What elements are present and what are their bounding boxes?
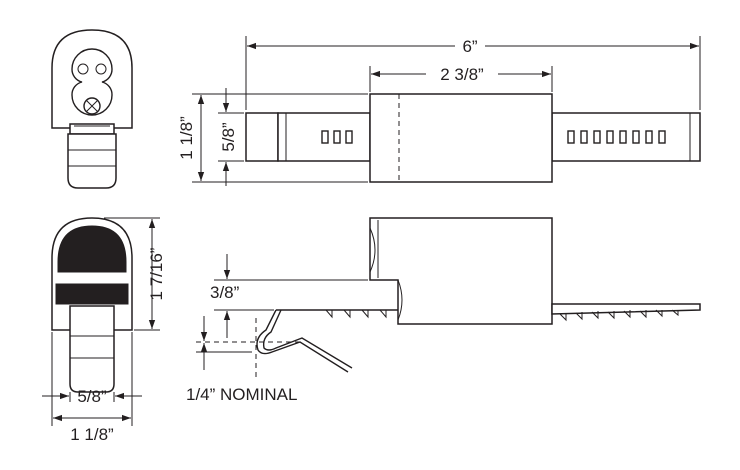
overall-length-label: 6” bbox=[462, 37, 477, 56]
cap-height-label: 1 7/16” bbox=[147, 247, 166, 300]
cap-dark-band bbox=[57, 225, 127, 273]
height-label: 1 1/8” bbox=[177, 116, 196, 160]
serrations-right bbox=[559, 309, 679, 322]
hook-gap-label: 1/4” NOMINAL bbox=[186, 385, 297, 404]
dimension-height: 1 1/8” bbox=[177, 93, 368, 183]
dimension-overall-length: 6” bbox=[245, 36, 701, 110]
front-body-width-label: 1 1/8” bbox=[70, 425, 114, 444]
barrel-length-label: 2 3/8” bbox=[440, 65, 484, 84]
front-view bbox=[51, 217, 133, 393]
dimension-cap-height: 1 7/16” bbox=[104, 217, 166, 331]
dimension-front-body-width: 1 1/8” bbox=[51, 332, 133, 444]
side-view bbox=[256, 217, 701, 373]
dimension-strap-offset: 3/8” bbox=[210, 254, 368, 338]
dimension-strap-width: 5/8” bbox=[218, 88, 244, 186]
dimension-hook-gap: 1/4” NOMINAL bbox=[186, 316, 300, 404]
top-view bbox=[245, 93, 701, 183]
dark-band bbox=[55, 283, 129, 305]
strap-offset-label: 3/8” bbox=[210, 283, 240, 302]
strap-slots bbox=[321, 130, 353, 144]
serrations-left bbox=[325, 309, 387, 319]
strap-width-label: 5/8” bbox=[219, 122, 238, 152]
hole-icon bbox=[77, 63, 89, 75]
front-strap-width-label: 5/8” bbox=[77, 387, 107, 406]
lock-body bbox=[369, 217, 553, 325]
lock-barrel bbox=[369, 93, 553, 183]
screw-icon bbox=[83, 97, 101, 115]
strap-slots bbox=[567, 130, 666, 144]
end-view bbox=[51, 29, 133, 189]
dimension-barrel-length: 2 3/8” bbox=[369, 65, 553, 92]
hole-icon bbox=[95, 63, 107, 75]
dimension-front-strap-width: 5/8” bbox=[42, 387, 142, 406]
